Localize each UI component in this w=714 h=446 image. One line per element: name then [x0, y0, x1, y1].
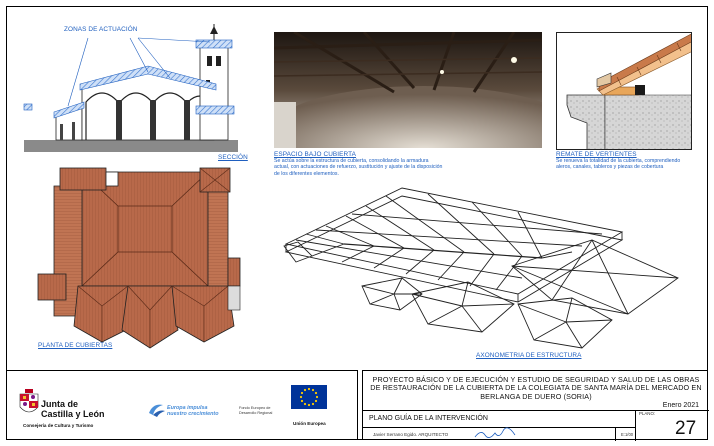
project-date: Enero 2021 [662, 402, 699, 409]
jcyl-crest-icon [19, 389, 39, 413]
eu-flag-icon [291, 385, 327, 409]
plano-label: PLANO: [639, 411, 656, 416]
ue-caption: Unión Europea [293, 421, 326, 426]
project-title: PROYECTO BÁSICO Y DE EJECUCIÓN Y ESTUDIO… [370, 375, 702, 401]
espacio-title: ESPACIO BAJO CUBIERTA [274, 151, 356, 158]
feder-slogan: Europa impulsa nuestro crecimiento [167, 405, 219, 417]
scale: E:1/00 [621, 432, 634, 437]
jcyl-subtitle: Consejería de Cultura y Turismo [23, 423, 94, 428]
divider-v1 [635, 410, 636, 441]
divider-v2 [615, 427, 616, 441]
planta-label: PLANTA DE CUBIERTAS [38, 342, 113, 349]
signature [474, 427, 516, 438]
section-drawing [23, 24, 238, 152]
feder-line2: nuestro crecimiento [167, 411, 219, 417]
logos-panel: Junta de Castilla y León Consejería de C… [6, 370, 358, 440]
roof-plan [37, 167, 241, 349]
espacio-text: Se actúa sobre la estructura de cubierta… [274, 158, 443, 177]
plan-name: PLANO GUÍA DE LA INTERVENCIÓN [369, 415, 488, 422]
feder-swirl-icon [149, 404, 165, 417]
feder-line1: Europa impulsa [167, 405, 208, 411]
fondo-text: Fondo Europeo de Desarrollo Regional [239, 406, 273, 415]
jcyl-line2: Castilla y León [41, 409, 105, 419]
zonas-label: ZONAS DE ACTUACIÓN [64, 26, 138, 33]
axono-label: AXONOMETRIA DE ESTRUCTURA [476, 352, 582, 359]
divider-h2 [363, 427, 635, 428]
eave-detail [556, 32, 692, 150]
plano-number: 27 [675, 418, 697, 439]
title-block: Junta de Castilla y León Consejería de C… [6, 370, 709, 441]
remate-title: REMATE DE VERTIENTES [556, 151, 637, 158]
axonometric-structure [283, 187, 679, 349]
jcyl-name: Junta de Castilla y León [41, 399, 105, 419]
jcyl-line1: Junta de [41, 399, 79, 409]
drawing-area: ZONAS DE ACTUACIÓN SECCIÓN [6, 6, 708, 366]
seccion-label: SECCIÓN [218, 154, 248, 161]
info-panel: PROYECTO BÁSICO Y DE EJECUCIÓN Y ESTUDIO… [362, 370, 709, 441]
author: Javier Serrano Egido. ARQUITECTO [373, 432, 449, 437]
attic-photo [274, 32, 542, 148]
remate-text: Se renueva la totalidad de la cubierta, … [556, 158, 681, 171]
divider-h1 [363, 410, 709, 411]
